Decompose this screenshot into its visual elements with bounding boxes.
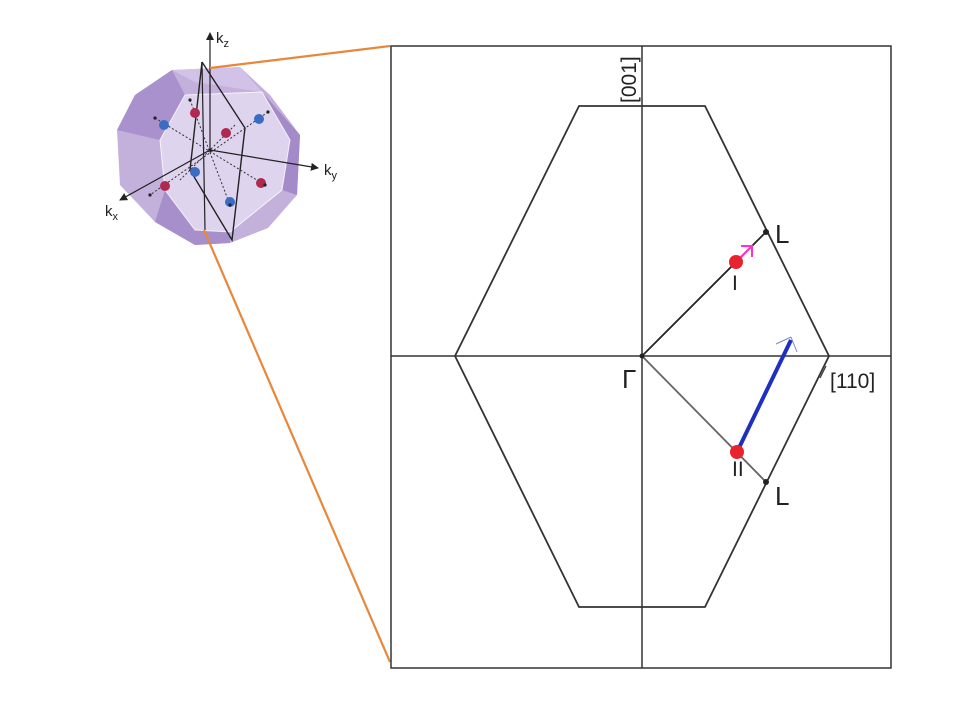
gamma-label: Γ (622, 364, 636, 394)
point-i-label: I (732, 272, 738, 295)
l-point-upper (763, 229, 769, 235)
inset-red-dot (221, 128, 231, 138)
bz-facet-top (172, 67, 262, 92)
inset-blue-dot (159, 120, 169, 130)
brillouin-zone-inset: kz ky kx (105, 30, 338, 245)
plot-frame (390, 45, 892, 669)
point-ii-marker (730, 445, 744, 459)
inset-blue-dot (225, 197, 235, 207)
blue-arrow (735, 339, 793, 453)
gamma-to-l-lower (641, 355, 767, 483)
l-lower-label: L (775, 481, 789, 511)
connector-line-top (209, 44, 391, 70)
bz-facet-front (160, 92, 290, 232)
bz-hexagon (453, 105, 831, 608)
kx-axis (119, 149, 211, 201)
bz-facet-right (262, 92, 300, 195)
l-point-lower (763, 479, 769, 485)
kz-label: kz (216, 30, 229, 50)
cut-plane-outline (189, 61, 246, 243)
gamma-point (639, 353, 645, 359)
cross-section-plot: [001] [110] Γ L L I II (390, 45, 892, 669)
ky-label: ky (324, 162, 338, 182)
point-i-marker (729, 255, 743, 269)
inset-blue-dot (254, 114, 264, 124)
axis-001-label: [001] (618, 56, 641, 103)
kx-label: kx (105, 203, 119, 223)
point-ii-label: II (732, 458, 744, 481)
inset-red-dot (160, 181, 170, 191)
axis-110-label: [110] (830, 370, 875, 393)
l-upper-label: L (775, 219, 789, 249)
inset-red-dot (190, 108, 200, 118)
inset-blue-dot (190, 167, 200, 177)
ky-axis (209, 149, 319, 171)
connector-line-bottom (202, 229, 392, 663)
